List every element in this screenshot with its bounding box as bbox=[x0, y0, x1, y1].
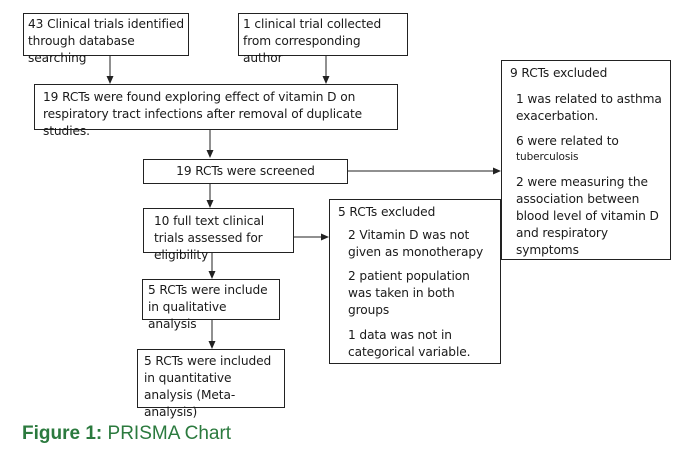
figure-caption-text: PRISMA Chart bbox=[107, 423, 232, 444]
box-full-text-text: 10 full text clinical trials assessed fo… bbox=[154, 214, 265, 262]
box-collected-author-text: 1 clinical trial collected from correspo… bbox=[243, 17, 382, 65]
box-full-text: 10 full text clinical trials assessed fo… bbox=[143, 208, 294, 262]
box-excluded-5: 5 RCTs excluded 2 Vitamin D was not give… bbox=[329, 199, 501, 364]
box-excluded-9: 9 RCTs excluded 1 was related to asthma … bbox=[501, 60, 671, 260]
excluded-5-reason-population: 2 patient population was taken in both g… bbox=[348, 269, 470, 317]
excluded-9-reason-tuberculosis-cont: tuberculosis bbox=[516, 151, 579, 163]
excluded-9-reason-asthma: 1 was related to asthma exacerbation. bbox=[516, 92, 662, 123]
box-identified-database: 43 Clinical trials identified through da… bbox=[23, 13, 189, 65]
excluded-9-title: 9 RCTs excluded bbox=[510, 66, 608, 80]
excluded-9-reason-tuberculosis: 6 were related to bbox=[516, 134, 619, 148]
box-qualitative-text: 5 RCTs were include in qualitative analy… bbox=[148, 283, 268, 331]
box-rcts-found-text: 19 RCTs were found exploring effect of v… bbox=[43, 90, 363, 138]
box-rcts-found: 19 RCTs were found exploring effect of v… bbox=[34, 84, 398, 138]
figure-caption: Figure 1: PRISMA Chart bbox=[22, 423, 231, 445]
excluded-5-title: 5 RCTs excluded bbox=[338, 205, 436, 219]
excluded-9-reason-blood-level: 2 were measuring the association between… bbox=[516, 175, 659, 257]
excluded-5-reason-monotherapy: 2 Vitamin D was not given as monotherapy bbox=[348, 228, 484, 259]
box-rcts-screened: 19 RCTs were screened bbox=[143, 159, 348, 184]
box-quantitative-text: 5 RCTs were included in quantitative ana… bbox=[144, 354, 272, 419]
excluded-5-reason-categorical: 1 data was not in categorical variable. bbox=[348, 328, 471, 359]
box-rcts-screened-text: 19 RCTs were screened bbox=[176, 164, 315, 178]
box-identified-database-text: 43 Clinical trials identified through da… bbox=[28, 17, 184, 65]
box-quantitative: 5 RCTs were included in quantitative ana… bbox=[137, 349, 285, 419]
figure-caption-label: Figure 1: bbox=[22, 423, 103, 444]
box-collected-author: 1 clinical trial collected from correspo… bbox=[238, 13, 408, 65]
box-qualitative: 5 RCTs were include in qualitative analy… bbox=[142, 279, 280, 331]
